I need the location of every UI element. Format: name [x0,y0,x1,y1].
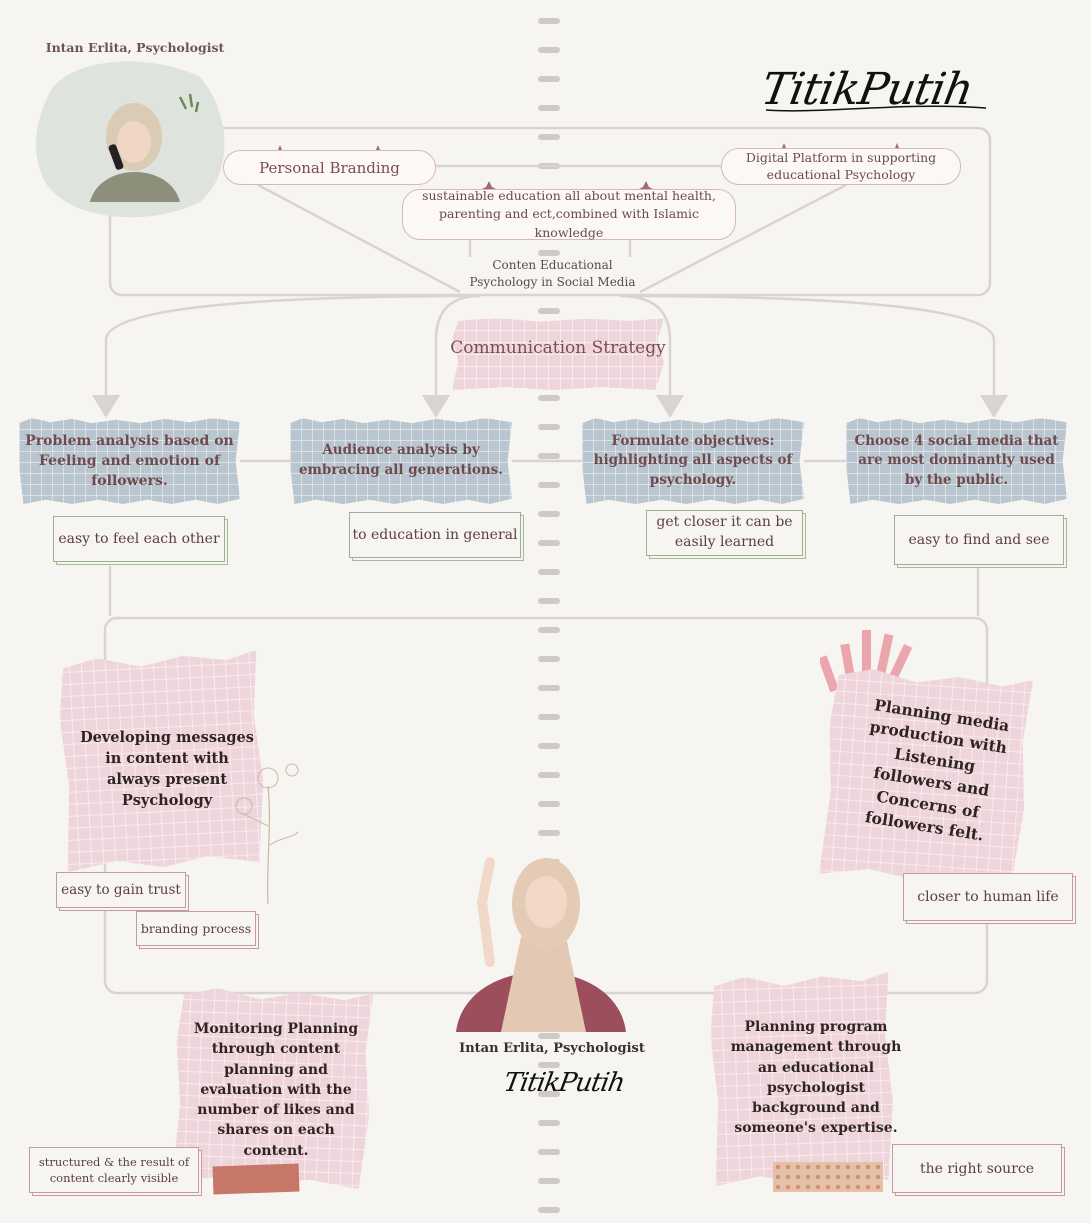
tag-branding-process: branding process [136,911,256,946]
binder-ring [538,250,560,256]
tape-strip [212,1163,300,1195]
tag-closer-human-life: closer to human life [903,873,1073,921]
top-photo-caption: Intan Erlita, Psychologist [45,40,225,55]
sustainable-education-node: sustainable education all about mental h… [402,188,736,240]
bottom-photo-caption: Intan Erlita, Psychologist [459,1041,645,1056]
binder-ring [538,1178,560,1184]
tag-find-and-see: easy to find and see [894,515,1064,565]
program-management-note: Planning program management through an e… [730,1019,902,1137]
binder-ring [538,714,560,720]
binder-ring [538,1149,560,1155]
tag-gain-trust: easy to gain trust [56,872,186,908]
binder-ring [538,801,560,807]
developing-messages-note: Developing messages in content with alwa… [80,729,254,810]
binder-ring [538,1207,560,1213]
dotted-tape-strip [773,1162,883,1192]
tag-structured-result: structured & the result of content clear… [29,1147,199,1193]
binder-ring [538,772,560,778]
analysis-objectives: Formulate objectives: highlighting all a… [582,418,804,504]
digital-platform-node: Digital Platform in supporting education… [721,148,961,185]
flower-sketch-icon [235,763,299,905]
binder-ring [538,47,560,53]
analysis-audience: Audience analysis by embracing all gener… [290,418,512,504]
top-photo [30,52,230,222]
binder-ring [538,1062,560,1068]
monitoring-note: Monitoring Planning through content plan… [193,1021,359,1159]
binder-ring [538,511,560,517]
psychologist-photo-icon [35,61,225,218]
communication-strategy-title: Communication Strategy [450,338,666,358]
psychologist-pointing-photo-icon [456,857,626,1032]
strategy-paper [452,318,664,390]
binder-ring [538,685,560,691]
tag-feel-each-other: easy to feel each other [53,516,225,562]
binder-ring [538,105,560,111]
bottom-brand-logo: TitikPutih [501,1068,627,1098]
binder-ring [538,627,560,633]
content-psychology-node: Conten Educational Psychology in Social … [465,257,640,291]
planning-media-note: Planning media production with Listening… [863,695,1011,845]
binder-ring [538,1120,560,1126]
bottom-photo [446,842,636,1032]
binder-ring [538,134,560,140]
binder-ring [538,1091,560,1097]
binder-ring [538,598,560,604]
binder-ring [538,656,560,662]
analysis-problem: Problem analysis based on Feeling and em… [19,418,240,504]
tag-education-general: to education in general [349,512,521,558]
binder-ring [538,540,560,546]
binder-ring [538,453,560,459]
binder-ring [538,76,560,82]
tag-right-source: the right source [892,1144,1062,1193]
binder-ring [538,569,560,575]
binder-ring [538,743,560,749]
analysis-social-media: Choose 4 social media that are most domi… [846,418,1067,504]
binder-ring [538,424,560,430]
binder-ring [538,482,560,488]
tag-easily-learned: get closer it can be easily learned [646,510,803,556]
binder-ring [538,18,560,24]
logo-underline-icon [765,105,987,112]
binder-ring [538,308,560,314]
binder-ring [538,395,560,401]
personal-branding-node: Personal Branding [223,150,436,185]
binder-ring [538,1033,560,1039]
binder-ring [538,830,560,836]
